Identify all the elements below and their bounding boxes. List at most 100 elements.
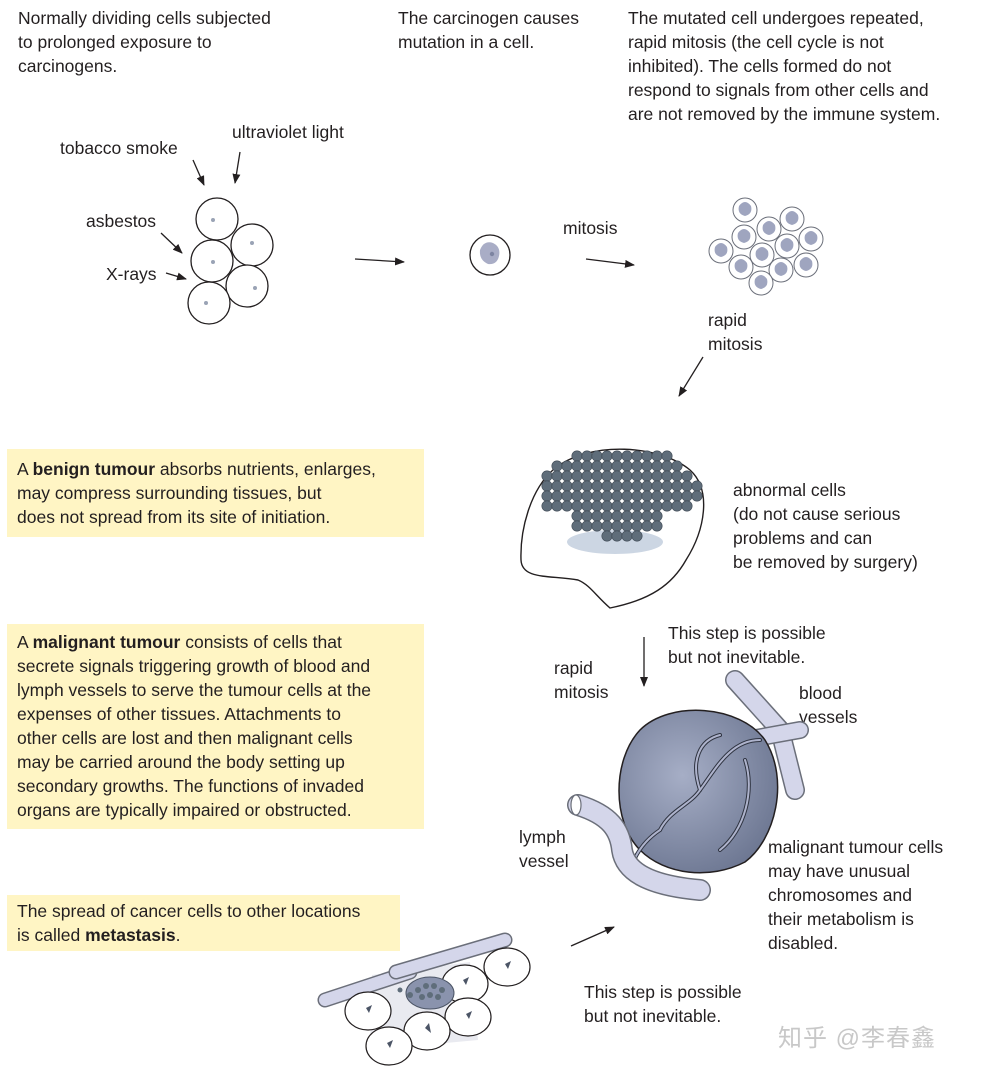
benign-cell <box>561 500 573 512</box>
benign-cell <box>641 520 653 532</box>
benign-cell <box>681 490 693 502</box>
benign-cell <box>581 500 593 512</box>
benign-cell <box>591 450 603 462</box>
label-rapid-mitosis-2: rapid mitosis <box>554 658 609 702</box>
label-lymph-vessel: lymph vessel <box>519 827 569 871</box>
benign-cell <box>541 470 553 482</box>
benign-cell <box>631 450 643 462</box>
benign-cell <box>571 480 583 492</box>
benign-cell <box>631 510 643 522</box>
normal-cell-cluster <box>187 197 274 325</box>
benign-cell <box>551 480 563 492</box>
malignant-tumour <box>567 670 809 901</box>
benign-cell <box>651 480 663 492</box>
benign-cell <box>541 480 553 492</box>
benign-tumour <box>520 448 705 609</box>
benign-cell <box>641 460 653 472</box>
benign-cell <box>571 490 583 502</box>
benign-cell <box>581 510 593 522</box>
label-step-possible-2: This step is possible but not inevitable… <box>584 982 742 1026</box>
benign-cell <box>541 490 553 502</box>
benign-cell <box>651 500 663 512</box>
metastasis-box-term: metastasis <box>85 925 176 945</box>
benign-cell <box>601 500 613 512</box>
label-tobacco-smoke: tobacco smoke <box>60 138 178 158</box>
benign-cell <box>611 510 623 522</box>
benign-cell <box>541 500 553 512</box>
benign-cell <box>661 460 673 472</box>
caption-step-1: Normally dividing cells subjected to pro… <box>18 8 271 76</box>
benign-cell <box>591 500 603 512</box>
benign-cell <box>651 520 663 532</box>
benign-cell <box>631 520 643 532</box>
metastasis-box-text-pre: The spread of cancer cells to other loca… <box>17 901 361 945</box>
label-malignant-cells: malignant tumour cells may have unusual … <box>768 837 944 953</box>
benign-cell <box>561 470 573 482</box>
benign-cell <box>661 450 673 462</box>
malignant-box-term: malignant tumour <box>32 632 181 652</box>
benign-cell <box>621 510 633 522</box>
benign-cell <box>601 490 613 502</box>
benign-cell <box>581 460 593 472</box>
label-ultraviolet-light: ultraviolet light <box>232 122 344 142</box>
benign-cell <box>631 480 643 492</box>
benign-cell <box>611 460 623 472</box>
metastasis-box-text-post: . <box>175 925 181 945</box>
benign-cell <box>601 530 613 542</box>
benign-cell <box>551 470 563 482</box>
benign-cell <box>661 500 673 512</box>
benign-cell <box>631 490 643 502</box>
secondary-growth-cells <box>397 983 445 1000</box>
flow-arrow-1 <box>354 257 405 266</box>
benign-cell <box>651 450 663 462</box>
benign-cell <box>661 490 673 502</box>
benign-cell <box>681 470 693 482</box>
benign-cell <box>561 460 573 472</box>
benign-cell <box>621 520 633 532</box>
carcinogen-arrows <box>160 151 241 281</box>
benign-cell <box>581 450 593 462</box>
benign-cell <box>641 480 653 492</box>
benign-cell <box>631 500 643 512</box>
benign-cell <box>671 490 683 502</box>
benign-cell <box>611 480 623 492</box>
benign-cell <box>621 530 633 542</box>
benign-cell <box>621 500 633 512</box>
benign-cell <box>651 460 663 472</box>
benign-cell <box>621 460 633 472</box>
benign-cell <box>651 510 663 522</box>
flow-arrow-3 <box>678 356 704 397</box>
benign-cell <box>571 520 583 532</box>
benign-cell <box>581 480 593 492</box>
metastasis-scene <box>317 932 531 1066</box>
watermark: 知乎 @李春鑫 <box>778 1025 937 1052</box>
benign-cell <box>611 520 623 532</box>
metastasis-box: The spread of cancer cells to other loca… <box>7 895 400 951</box>
benign-cell <box>691 490 703 502</box>
benign-cell <box>641 450 653 462</box>
benign-cell <box>611 470 623 482</box>
benign-cell <box>651 470 663 482</box>
benign-box-text-pre: A <box>17 459 33 479</box>
benign-cell <box>601 480 613 492</box>
benign-cell <box>621 490 633 502</box>
benign-cell <box>591 480 603 492</box>
benign-tumour-box: A benign tumour absorbs nutrients, enlar… <box>7 449 424 537</box>
benign-cell <box>691 480 703 492</box>
benign-cell <box>601 460 613 472</box>
benign-cell <box>551 500 563 512</box>
benign-cell <box>681 480 693 492</box>
benign-cell <box>571 500 583 512</box>
benign-cell <box>601 450 613 462</box>
benign-cell <box>551 490 563 502</box>
benign-cell <box>571 510 583 522</box>
benign-cell <box>631 530 643 542</box>
mutated-cell <box>469 234 511 276</box>
benign-box-text-post: absorbs nutrients, enlarges, may compres… <box>17 459 376 527</box>
benign-cell <box>601 520 613 532</box>
caption-step-2: The carcinogen causes mutation in a cell… <box>398 8 579 52</box>
dividing-cell-nuclei <box>714 202 818 289</box>
benign-cell <box>661 470 673 482</box>
caption-step-3: The mutated cell undergoes repeated, rap… <box>628 8 941 124</box>
label-asbestos: asbestos <box>86 211 157 231</box>
